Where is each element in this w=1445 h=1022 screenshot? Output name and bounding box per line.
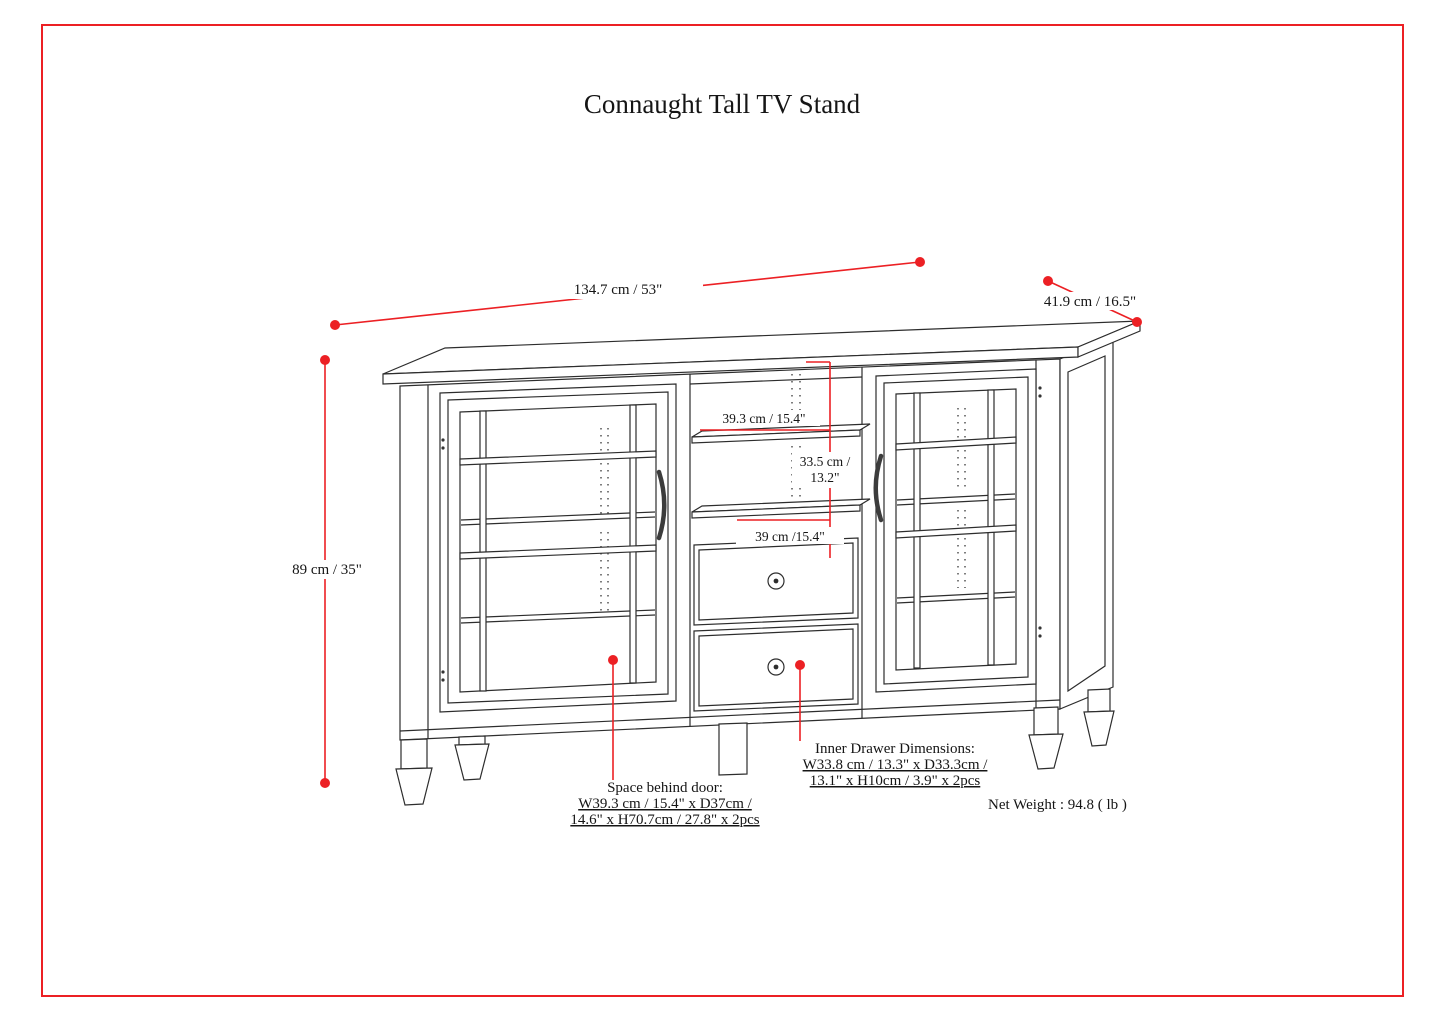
back-right-foot	[1083, 710, 1115, 747]
front-left-foot	[395, 767, 433, 806]
left-door	[439, 383, 677, 713]
top-right-edge	[1077, 320, 1141, 358]
front-left-leg	[400, 738, 428, 770]
dimension-overall-depth: 41.9 cm / 16.5"	[1028, 276, 1152, 327]
drawer-top	[693, 537, 859, 626]
mullion-horizontal	[459, 450, 657, 466]
front-right-foot	[1028, 733, 1064, 770]
dimension-endpoint-dot	[320, 778, 330, 788]
legs	[395, 688, 1115, 806]
overall-depth-label: 41.9 cm / 16.5"	[1044, 294, 1136, 310]
overall-height-label: 89 cm / 35"	[292, 562, 362, 578]
drawer-knob-center	[773, 578, 779, 584]
dimension-endpoint-dot	[1043, 276, 1053, 286]
net-weight-label: Net Weight : 94.8 ( lb )	[988, 797, 1127, 813]
dimension-overall-height: 89 cm / 35"	[281, 355, 374, 788]
drawer-knob	[767, 572, 785, 590]
dimension-overall-width: 134.7 cm / 53"	[330, 257, 925, 330]
space-behind-door-line2: W39.3 cm / 15.4" x D37cm /	[578, 796, 752, 812]
label-background	[533, 279, 703, 299]
space-behind-door-line1: Space behind door:	[607, 780, 723, 796]
dimension-lower-shelf-width: 39 cm /15.4"	[736, 519, 844, 544]
note-space-behind-door: Space behind door: W39.3 cm / 15.4" x D3…	[570, 655, 760, 828]
overall-width-label: 134.7 cm / 53"	[574, 282, 663, 298]
drawer-knob	[767, 658, 785, 676]
mullion-horizontal	[895, 524, 1017, 539]
note-inner-drawer: Inner Drawer Dimensions: W33.8 cm / 13.3…	[795, 660, 988, 789]
interior-shelf-line	[460, 511, 656, 521]
section-height-label-line2: 13.2"	[810, 470, 839, 485]
left-door-handle	[656, 469, 667, 541]
interior-shelf-line	[460, 609, 656, 619]
upper-shelf-width-label: 39.3 cm / 15.4"	[722, 411, 805, 426]
upper-shelf-edge	[691, 429, 861, 444]
drawer-top-bevel	[698, 542, 854, 621]
right-door	[873, 368, 1042, 693]
dimension-endpoint-dot	[330, 320, 340, 330]
hinge-dot	[1038, 634, 1042, 638]
hinge-dot	[1038, 394, 1042, 398]
hinge-dot	[441, 678, 445, 682]
drawer-bottom-bevel	[698, 628, 854, 707]
hinge-dot	[441, 446, 445, 450]
lower-shelf-edge	[691, 504, 861, 519]
center-top-rail	[689, 376, 863, 385]
mullion-vertical	[479, 410, 487, 692]
space-behind-door-line3: 14.6" x H70.7cm / 27.8" x 2pcs	[570, 812, 759, 828]
label-background	[736, 527, 844, 544]
section-height-label-line1: 33.5 cm /	[800, 454, 851, 469]
hinge-dot	[1038, 626, 1042, 630]
mullion-horizontal	[895, 436, 1017, 451]
mullion-vertical	[629, 404, 637, 684]
label-background	[281, 560, 374, 579]
right-door-handle	[873, 453, 884, 523]
mullion-horizontal	[459, 544, 657, 560]
label-background	[792, 452, 858, 488]
page-title: Connaught Tall TV Stand	[584, 89, 861, 119]
front-right-leg	[1033, 706, 1059, 736]
dimension-endpoint-dot	[1132, 317, 1142, 327]
hinge-dot	[441, 670, 445, 674]
left-door-glass	[459, 403, 657, 693]
back-right-leg	[1087, 688, 1111, 713]
hinge-dot	[441, 438, 445, 442]
dimension-endpoint-dot	[320, 355, 330, 365]
label-background	[1028, 292, 1152, 310]
tv-stand-drawing	[382, 320, 1141, 806]
dimension-upper-shelf-width: 39.3 cm / 15.4"	[700, 410, 830, 431]
interior-shelf-line	[460, 614, 656, 624]
dimension-section-height: 33.5 cm / 13.2"	[792, 361, 858, 558]
side-recessed-panel	[1067, 355, 1106, 693]
drawer-bottom	[693, 623, 859, 712]
back-left-foot	[454, 743, 490, 781]
label-background	[708, 410, 820, 426]
left-door-frame-inner	[447, 391, 669, 704]
hinge-dot	[1038, 386, 1042, 390]
bottom-rail-line	[399, 699, 1061, 732]
inner-drawer-line2: W33.8 cm / 13.3" x D33.3cm /	[803, 757, 989, 773]
inner-drawer-line1: Inner Drawer Dimensions:	[815, 741, 975, 757]
drawer-knob-center	[773, 664, 779, 670]
front-center-leg	[718, 722, 748, 776]
lower-shelf-width-label: 39 cm /15.4"	[755, 529, 825, 544]
interior-shelf-line	[460, 516, 656, 526]
inner-drawer-line3: 13.1" x H10cm / 3.9" x 2pcs	[810, 773, 981, 789]
dimension-endpoint-dot	[915, 257, 925, 267]
right-door-frame-inner	[883, 376, 1029, 685]
page-border	[41, 24, 1404, 997]
